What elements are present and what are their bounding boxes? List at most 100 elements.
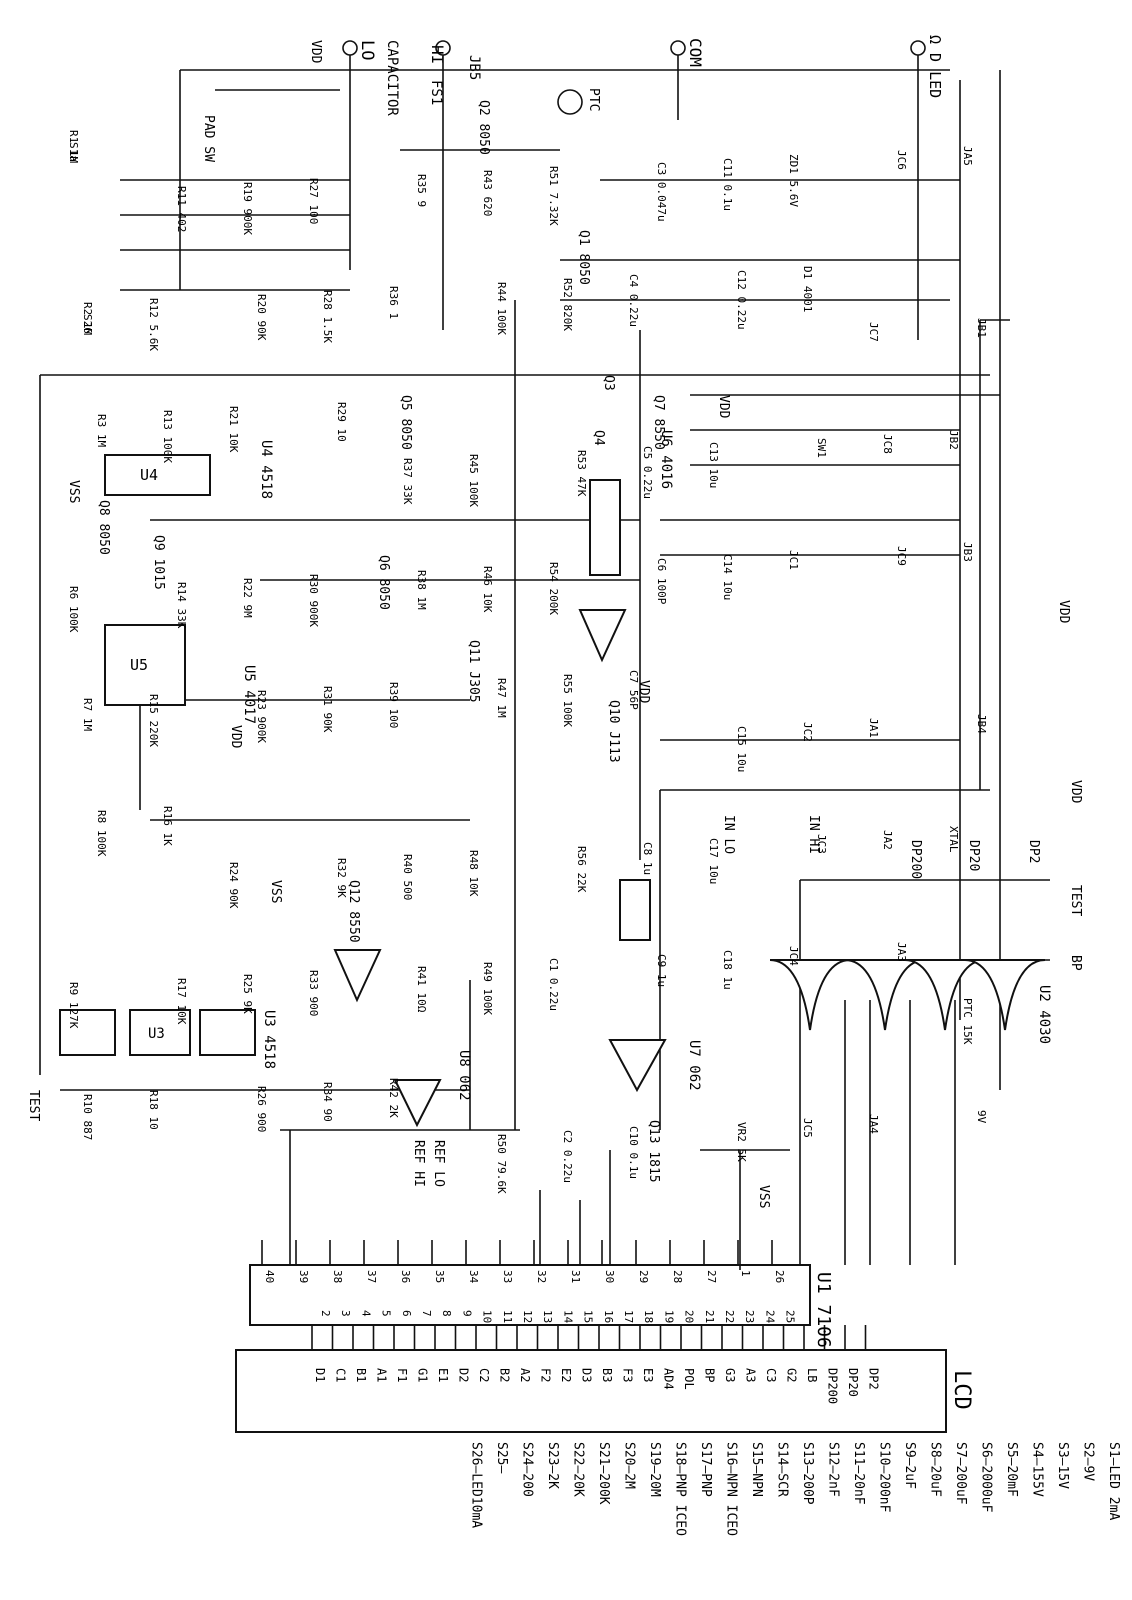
switch-legend-item: S22—20K	[571, 1442, 586, 1497]
u1-pin-number: 5	[380, 1310, 393, 1317]
svg-text:U5 4017: U5 4017	[241, 665, 257, 724]
u1-top-pin-number: 28	[671, 1270, 684, 1283]
svg-text:VDD: VDD	[636, 680, 651, 704]
component-value-label: R31 90K	[321, 686, 334, 733]
u1-pin-number: 20	[683, 1310, 696, 1323]
component-value-label: XTAL	[947, 826, 960, 853]
lcd-segment-label: G3	[723, 1368, 737, 1382]
component-value-label: R7 1M	[81, 698, 94, 731]
u1-top-pin-number: 40	[263, 1270, 276, 1283]
u1-chip	[249, 1264, 811, 1326]
component-value-label: 9V	[975, 1110, 988, 1124]
lcd-segment-label: G2	[785, 1368, 799, 1382]
u4-counter: U4 U4 4518	[104, 440, 274, 499]
component-value-label: JA2	[881, 830, 894, 850]
lcd-segment-label: A2	[518, 1368, 532, 1382]
component-value-label: R28 1.5K	[321, 290, 334, 343]
component-value-label: C1 0.22u	[547, 958, 560, 1011]
switch-legend-item: S6—2000uF	[979, 1442, 994, 1513]
lcd-segment-label: LB	[805, 1368, 819, 1382]
svg-text:Q3: Q3	[601, 375, 616, 391]
component-value-label: R42 2K	[387, 1078, 400, 1118]
u1-pin-number: 22	[723, 1310, 736, 1323]
lcd-segment-label: D3	[580, 1368, 594, 1382]
component-value-label: R23 900K	[255, 690, 268, 743]
svg-text:U8 062: U8 062	[456, 1050, 472, 1101]
lcd-segment-label: C1	[334, 1368, 348, 1382]
component-value-label: C4 0.22u	[627, 274, 640, 327]
svg-text:TEST: TEST	[26, 1090, 41, 1121]
switch-legend-item: S16—NPN ICEO	[724, 1442, 739, 1536]
component-value-label: R52 820K	[561, 278, 574, 331]
component-value-label: R30 900K	[307, 574, 320, 627]
component-value-label: JC6	[895, 150, 908, 170]
svg-text:VSS: VSS	[268, 880, 283, 903]
component-value-label: R3 1M	[95, 414, 108, 447]
lcd-segment-label: D1	[313, 1368, 327, 1382]
svg-text:REF HI: REF HI	[411, 1140, 426, 1187]
component-value-label: JA4	[867, 1114, 880, 1134]
component-value-label: VR2 5K	[735, 1122, 748, 1162]
u1-pin-number: 7	[420, 1310, 433, 1317]
u1-top-pin-number: 33	[501, 1270, 514, 1283]
component-value-label: R36 1	[387, 286, 400, 319]
component-value-label: JA3	[895, 942, 908, 962]
component-value-label: C15 10u	[735, 726, 748, 772]
u1-pin-number: 24	[763, 1310, 776, 1324]
terminal-hi: HI	[428, 40, 451, 64]
component-value-label: R6 100K	[67, 586, 80, 633]
svg-text:Q11 J305: Q11 J305	[466, 640, 481, 703]
switch-legend-item: S15—NPN	[749, 1442, 764, 1497]
u1-top-pin-number: 31	[569, 1270, 582, 1283]
svg-text:DP2: DP2	[1026, 840, 1041, 863]
component-value-label: ZD1 5.6V	[787, 154, 800, 207]
lcd-segment-label: G1	[416, 1368, 430, 1382]
component-value-label: JC3	[815, 834, 828, 854]
lcd-title: LCD	[949, 1370, 974, 1410]
lcd-segment-label: A3	[744, 1368, 758, 1382]
u1-pin-number: 21	[703, 1310, 716, 1323]
lcd-segment-label: F3	[621, 1368, 635, 1382]
u2-xor: U2 4030	[769, 959, 1052, 1044]
u1-pin-number: 11	[501, 1310, 514, 1323]
terminal-ohm-led: Ω D LED	[910, 35, 944, 98]
component-value-label: R54 200K	[547, 562, 560, 615]
svg-text:Q9 1015: Q9 1015	[151, 535, 166, 590]
component-value-label: JC9	[895, 546, 908, 566]
svg-text:VDD: VDD	[228, 725, 243, 749]
svg-text:U3: U3	[148, 1026, 165, 1042]
component-value-label: D1 4001	[801, 266, 814, 312]
u1-top-pin-number: 38	[331, 1270, 344, 1283]
switch-legend-item: S12—2nF	[826, 1442, 841, 1497]
component-value-label: R26 900	[255, 1086, 268, 1132]
svg-text:Q5 8050: Q5 8050	[398, 395, 413, 450]
svg-text:DP20: DP20	[966, 840, 981, 871]
component-value-label: R29 10	[335, 402, 348, 442]
component-value-label: C17 10u	[707, 838, 720, 884]
svg-text:U4: U4	[140, 466, 158, 484]
component-value-label: R45 100K	[467, 454, 480, 507]
svg-text:U4 4518: U4 4518	[258, 440, 274, 499]
svg-text:Q12 8550: Q12 8550	[346, 880, 361, 943]
u1-pin-number: 19	[662, 1310, 675, 1323]
component-value-label: C7 56P	[627, 670, 640, 710]
u1-pin-number: 12	[521, 1310, 534, 1323]
svg-text:VDD: VDD	[1056, 600, 1071, 624]
svg-text:U2 4030: U2 4030	[1036, 985, 1052, 1044]
u1-pin-number: 8	[440, 1310, 453, 1317]
svg-text:Ω D LED: Ω D LED	[926, 35, 944, 98]
u6-switch: U6 4016	[589, 430, 674, 941]
svg-text:REF LO: REF LO	[431, 1140, 446, 1187]
svg-text:Q6 8050: Q6 8050	[376, 555, 391, 610]
component-value-label: S1a	[67, 142, 80, 162]
component-value-label: JB2	[947, 430, 960, 450]
lcd-segment-label: D2	[457, 1368, 471, 1382]
svg-text:U7 062: U7 062	[686, 1040, 702, 1091]
component-value-label: C13 10u	[707, 442, 720, 488]
component-value-label: R11 402	[175, 186, 188, 232]
component-value-label: R13 100K	[161, 410, 174, 463]
component-value-label: R46 10K	[481, 566, 494, 613]
component-value-label: R55 100K	[561, 674, 574, 727]
switch-legend-item: S1—LED 2mA	[1106, 1442, 1121, 1520]
svg-text:VDD: VDD	[716, 395, 731, 419]
